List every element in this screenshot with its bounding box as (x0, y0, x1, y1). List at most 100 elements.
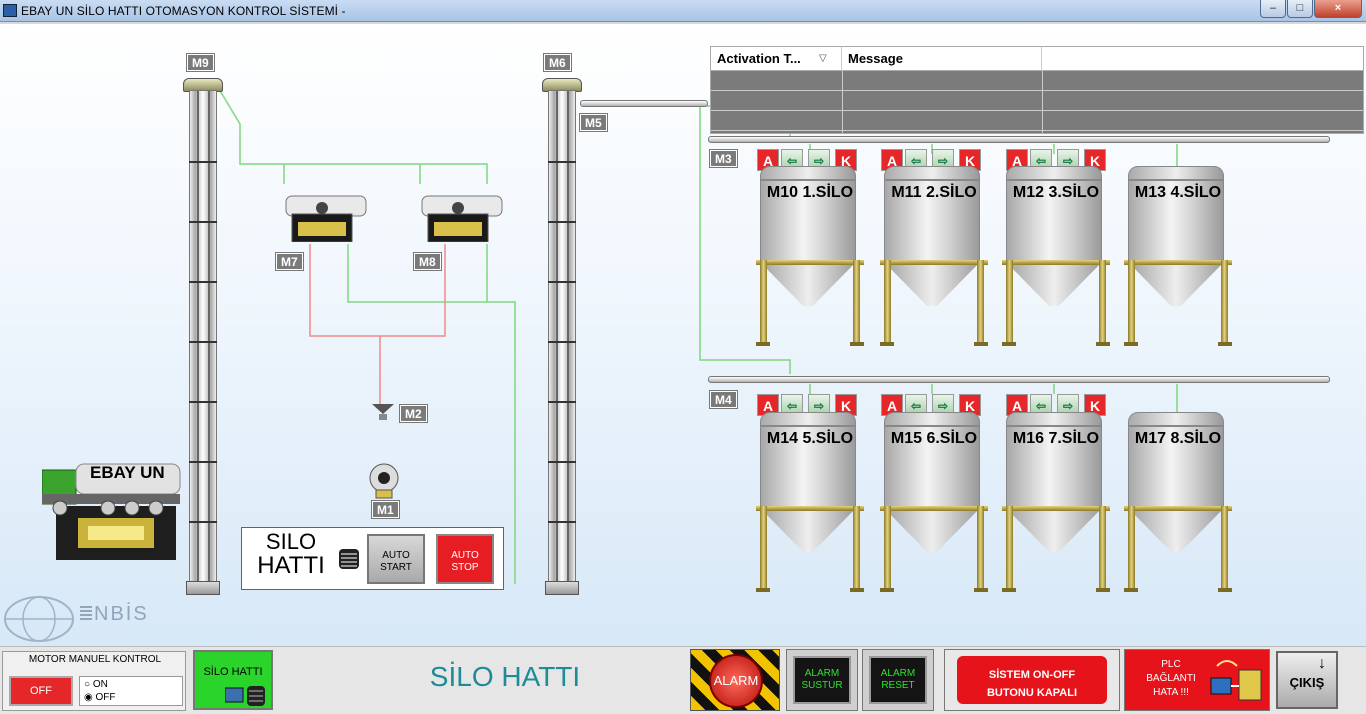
col-activation-time[interactable]: Activation T...▽ (711, 47, 842, 71)
silo3-controls: A ⇦ ⇨ K (1006, 149, 1106, 171)
exit-label: ÇIKIŞ (1289, 675, 1325, 690)
motor-manual-title: MOTOR MANUEL KONTROL (28, 654, 162, 665)
alarm-reset-button[interactable]: ALARM RESET (862, 649, 934, 711)
silo1-open-button[interactable]: A (757, 149, 779, 171)
silo-8[interactable]: M17 8.SİLO (1124, 412, 1232, 592)
window-title: EBAY UN SİLO HATTI OTOMASYON KONTROL SİS… (21, 4, 346, 18)
motor-label-m2[interactable]: M2 (399, 404, 428, 423)
motor-label-m3[interactable]: M3 (709, 149, 738, 168)
window-titlebar: EBAY UN SİLO HATTI OTOMASYON KONTROL SİS… (0, 0, 1366, 22)
arrow-down-icon: ↓ (1318, 655, 1326, 672)
elevator-m9-foot (186, 581, 220, 595)
manual-off-button[interactable]: OFF (9, 676, 73, 706)
system-onoff-status[interactable]: SİSTEM ON-OFF BUTONU KAPALI (944, 649, 1120, 711)
sort-icon[interactable]: ▽ (819, 53, 827, 64)
table-row[interactable] (711, 71, 1363, 91)
alarm-beacon: ALARM (709, 654, 763, 708)
alarm-table[interactable]: Activation T...▽ Message (710, 46, 1364, 134)
silo6-open-button[interactable]: A (881, 394, 903, 416)
motor-label-m6[interactable]: M6 (543, 53, 572, 72)
pipe-network (215, 83, 1178, 584)
silo-name: M15 6.SİLO (890, 430, 978, 447)
radio-on[interactable]: ○ ON (84, 679, 108, 690)
silo2-left-button[interactable]: ⇦ (905, 149, 927, 171)
network-error-icon (1210, 660, 1262, 701)
silo-6[interactable]: M15 6.SİLO (880, 412, 988, 592)
silo2-controls: A ⇦ ⇨ K (881, 149, 981, 171)
scada-canvas: M9 M6 M5 M7 M8 M2 M1 (0, 22, 1366, 646)
silo-name: M11 2.SİLO (891, 184, 977, 201)
globe-icon (4, 596, 74, 642)
app-icon (3, 4, 17, 17)
silo-name: M14 5.SİLO (766, 430, 854, 447)
silo1-controls: A ⇦ ⇨ K (757, 149, 857, 171)
silo-1[interactable]: M10 1.SİLO (756, 166, 864, 346)
conveyor-m5[interactable] (580, 100, 708, 107)
auto-stop-button[interactable]: AUTO STOP (436, 534, 494, 584)
logo-e-icon (80, 606, 92, 620)
alarm-silence-label: ALARM SUSTUR (793, 656, 851, 704)
silo6-left-button[interactable]: ⇦ (905, 394, 927, 416)
silo-name: M16 7.SİLO (1012, 430, 1100, 447)
plc-status-text: PLC BAĞLANTI HATA !!! (1146, 659, 1196, 698)
col-message[interactable]: Message (842, 47, 1042, 71)
exit-button[interactable]: ↓ ÇIKIŞ (1276, 651, 1338, 709)
radio-off[interactable]: ◉ OFF (84, 692, 116, 703)
alarm-indicator[interactable]: ALARM (690, 649, 780, 711)
silo5-controls: A ⇦ ⇨ K (757, 394, 857, 416)
conveyor-m4[interactable] (708, 376, 1330, 383)
silo-3[interactable]: M12 3.SİLO (1002, 166, 1110, 346)
table-row[interactable] (711, 111, 1363, 131)
separator-m7[interactable] (278, 192, 368, 242)
col-extra (1042, 47, 1365, 71)
silo3-right-button[interactable]: ⇨ (1057, 149, 1079, 171)
minimize-button[interactable]: – (1260, 0, 1286, 18)
conveyor-m3[interactable] (708, 136, 1330, 143)
truck-icon (42, 463, 181, 560)
silo-4[interactable]: M13 4.SİLO (1124, 166, 1232, 346)
silo-name: M10 1.SİLO (766, 184, 854, 201)
computer-motor-icon (225, 686, 265, 706)
enbis-logo: NBİS (0, 594, 175, 646)
motor-label-m4[interactable]: M4 (709, 390, 738, 409)
silo-name: M13 4.SİLO (1134, 184, 1222, 201)
alarm-silence-button[interactable]: ALARM SUSTUR (786, 649, 858, 711)
separator-m8[interactable] (414, 192, 504, 242)
system-status-text: SİSTEM ON-OFF BUTONU KAPALI (957, 656, 1107, 704)
elevator-m9[interactable] (189, 90, 217, 584)
elevator-m6[interactable] (548, 90, 576, 584)
valve-m2-icon[interactable] (370, 402, 396, 422)
motor-label-m1[interactable]: M1 (371, 500, 400, 519)
silo-line-panel: SILO HATTI AUTO START AUTO STOP (241, 527, 504, 590)
elevator-m6-foot (545, 581, 579, 595)
motor-label-m5[interactable]: M5 (579, 113, 608, 132)
truck-label: EBAY UN (90, 463, 165, 482)
alarm-reset-label: ALARM RESET (869, 656, 927, 704)
silo-hatti-nav-label: SİLO HATTI (203, 666, 263, 678)
silo-name: M17 8.SİLO (1134, 430, 1222, 447)
logo-text: NBİS (94, 603, 149, 625)
bottom-toolbar: MOTOR MANUEL KONTROL OFF ○ ON ◉ OFF SİLO… (0, 646, 1366, 714)
silo-7[interactable]: M16 7.SİLO (1002, 412, 1110, 592)
silo-hatti-nav-button[interactable]: SİLO HATTI (193, 650, 273, 710)
motor-manual-panel: MOTOR MANUEL KONTROL OFF ○ ON ◉ OFF (2, 651, 186, 711)
plc-connection-status[interactable]: PLC BAĞLANTI HATA !!! (1124, 649, 1270, 711)
silo7-controls: A ⇦ ⇨ K (1006, 394, 1106, 416)
silo2-close-button[interactable]: K (959, 149, 981, 171)
silo-line-title: SILO HATTI (257, 529, 325, 579)
silo-5[interactable]: M14 5.SİLO (756, 412, 864, 592)
silo3-open-button[interactable]: A (1006, 149, 1028, 171)
silo-2[interactable]: M11 2.SİLO (880, 166, 988, 346)
motor-label-m8[interactable]: M8 (413, 252, 442, 271)
close-button[interactable]: × (1314, 0, 1362, 18)
alarm-table-header: Activation T...▽ Message (711, 47, 1363, 71)
motor-label-m7[interactable]: M7 (275, 252, 304, 271)
maximize-button[interactable]: □ (1287, 0, 1313, 18)
motor-label-m9[interactable]: M9 (186, 53, 215, 72)
fan-m1-icon[interactable] (366, 460, 402, 500)
auto-start-button[interactable]: AUTO START (367, 534, 425, 584)
silo-name: M12 3.SİLO (1012, 184, 1100, 201)
motor-icon (339, 549, 359, 569)
manual-radio-group: ○ ON ◉ OFF (79, 676, 183, 706)
table-row[interactable] (711, 91, 1363, 111)
